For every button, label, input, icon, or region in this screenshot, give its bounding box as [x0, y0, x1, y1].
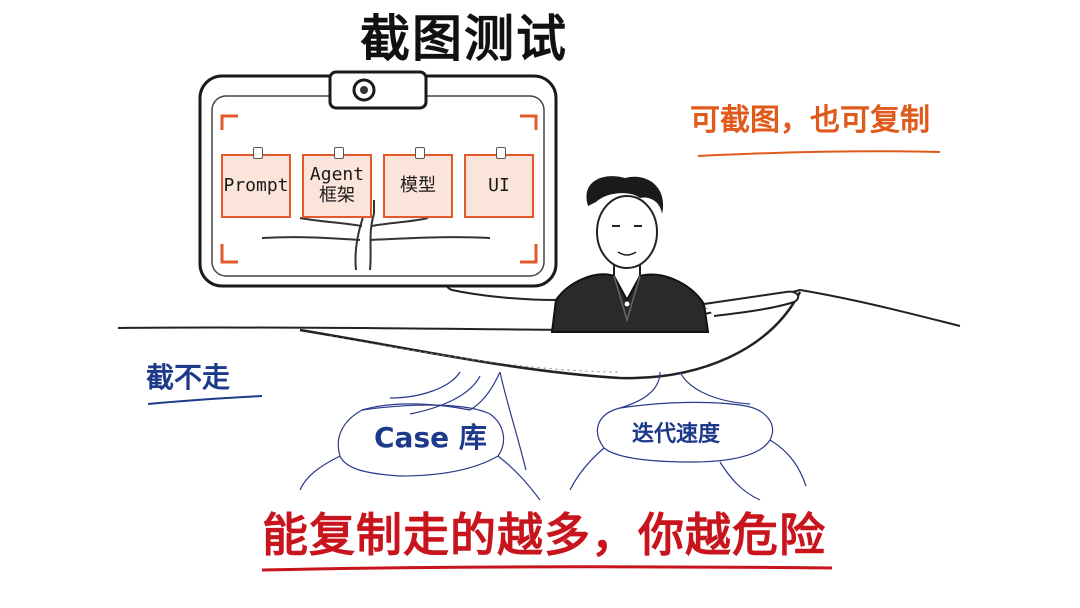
card-model: 模型 — [383, 147, 453, 218]
soil-texture — [329, 335, 621, 373]
card-label: 模型 — [400, 174, 436, 196]
card-label: Prompt — [223, 174, 289, 196]
device-camera-housing — [328, 70, 428, 110]
red-underline — [261, 565, 833, 572]
person-face — [596, 195, 658, 269]
annotation-top-right: 可截图，也可复制 — [690, 103, 930, 138]
card-ui: UI — [464, 147, 534, 218]
person-right-arm — [703, 290, 800, 317]
pin-icon — [496, 147, 506, 159]
card-label: UI — [488, 174, 510, 196]
annotation-left: 截不走 — [146, 361, 231, 394]
card-agent-framework: Agent 框架 — [302, 147, 372, 218]
person-hair — [586, 176, 664, 214]
orange-underline — [697, 150, 941, 157]
screen-corner-brackets — [220, 114, 538, 264]
pin-icon — [253, 147, 263, 159]
pin-icon — [415, 147, 425, 159]
person-figure — [445, 176, 800, 333]
blue-underline — [147, 395, 263, 405]
page-title: 截图测试 — [360, 9, 568, 68]
roots — [299, 371, 807, 501]
card-prompt: Prompt — [221, 147, 291, 218]
lifted-soil-flap — [299, 291, 802, 380]
card-label: Agent 框架 — [309, 164, 365, 206]
necklace-pendant — [623, 300, 631, 308]
tree-drawing — [261, 200, 491, 271]
device-frame — [198, 70, 558, 288]
root-label-iteration-speed: 迭代速度 — [632, 422, 721, 447]
root-label-case-library: Case 库 — [374, 421, 487, 454]
headline: 能复制走的越多，你越危险 — [262, 508, 826, 562]
pin-icon — [334, 147, 344, 159]
